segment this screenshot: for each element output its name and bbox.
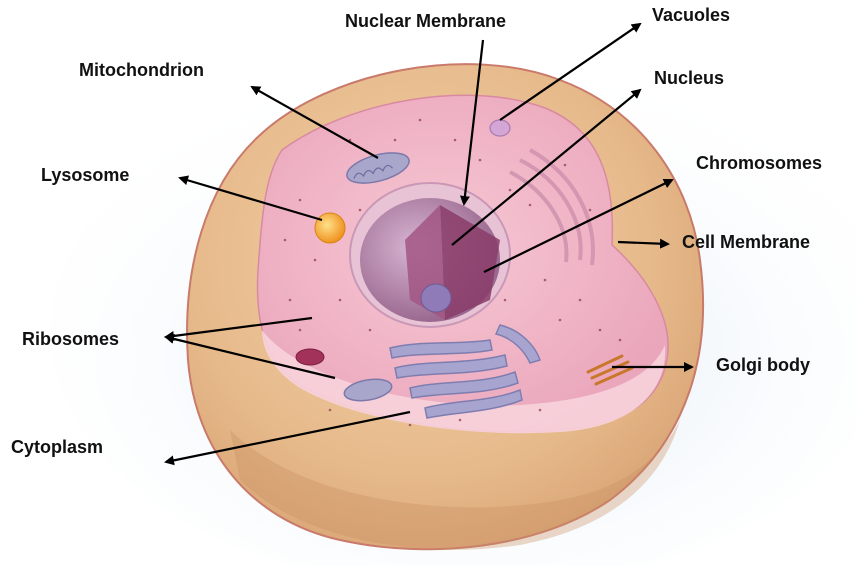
label-cell-membrane: Cell Membrane (682, 232, 810, 252)
label-nucleus: Nucleus (654, 68, 724, 88)
label-lysosome: Lysosome (41, 165, 129, 185)
label-chromosomes: Chromosomes (696, 153, 822, 173)
label-vacuoles: Vacuoles (652, 5, 730, 25)
label-cytoplasm: Cytoplasm (11, 437, 103, 457)
vacuole (490, 120, 510, 136)
lysosome-organelle (315, 213, 345, 243)
label-golgi-body: Golgi body (716, 355, 810, 375)
nucleolus (421, 284, 451, 312)
label-ribosomes: Ribosomes (22, 329, 119, 349)
label-nuclear-membrane: Nuclear Membrane (345, 11, 506, 31)
label-mitochondrion: Mitochondrion (79, 60, 204, 80)
vesicle-red (296, 349, 324, 365)
